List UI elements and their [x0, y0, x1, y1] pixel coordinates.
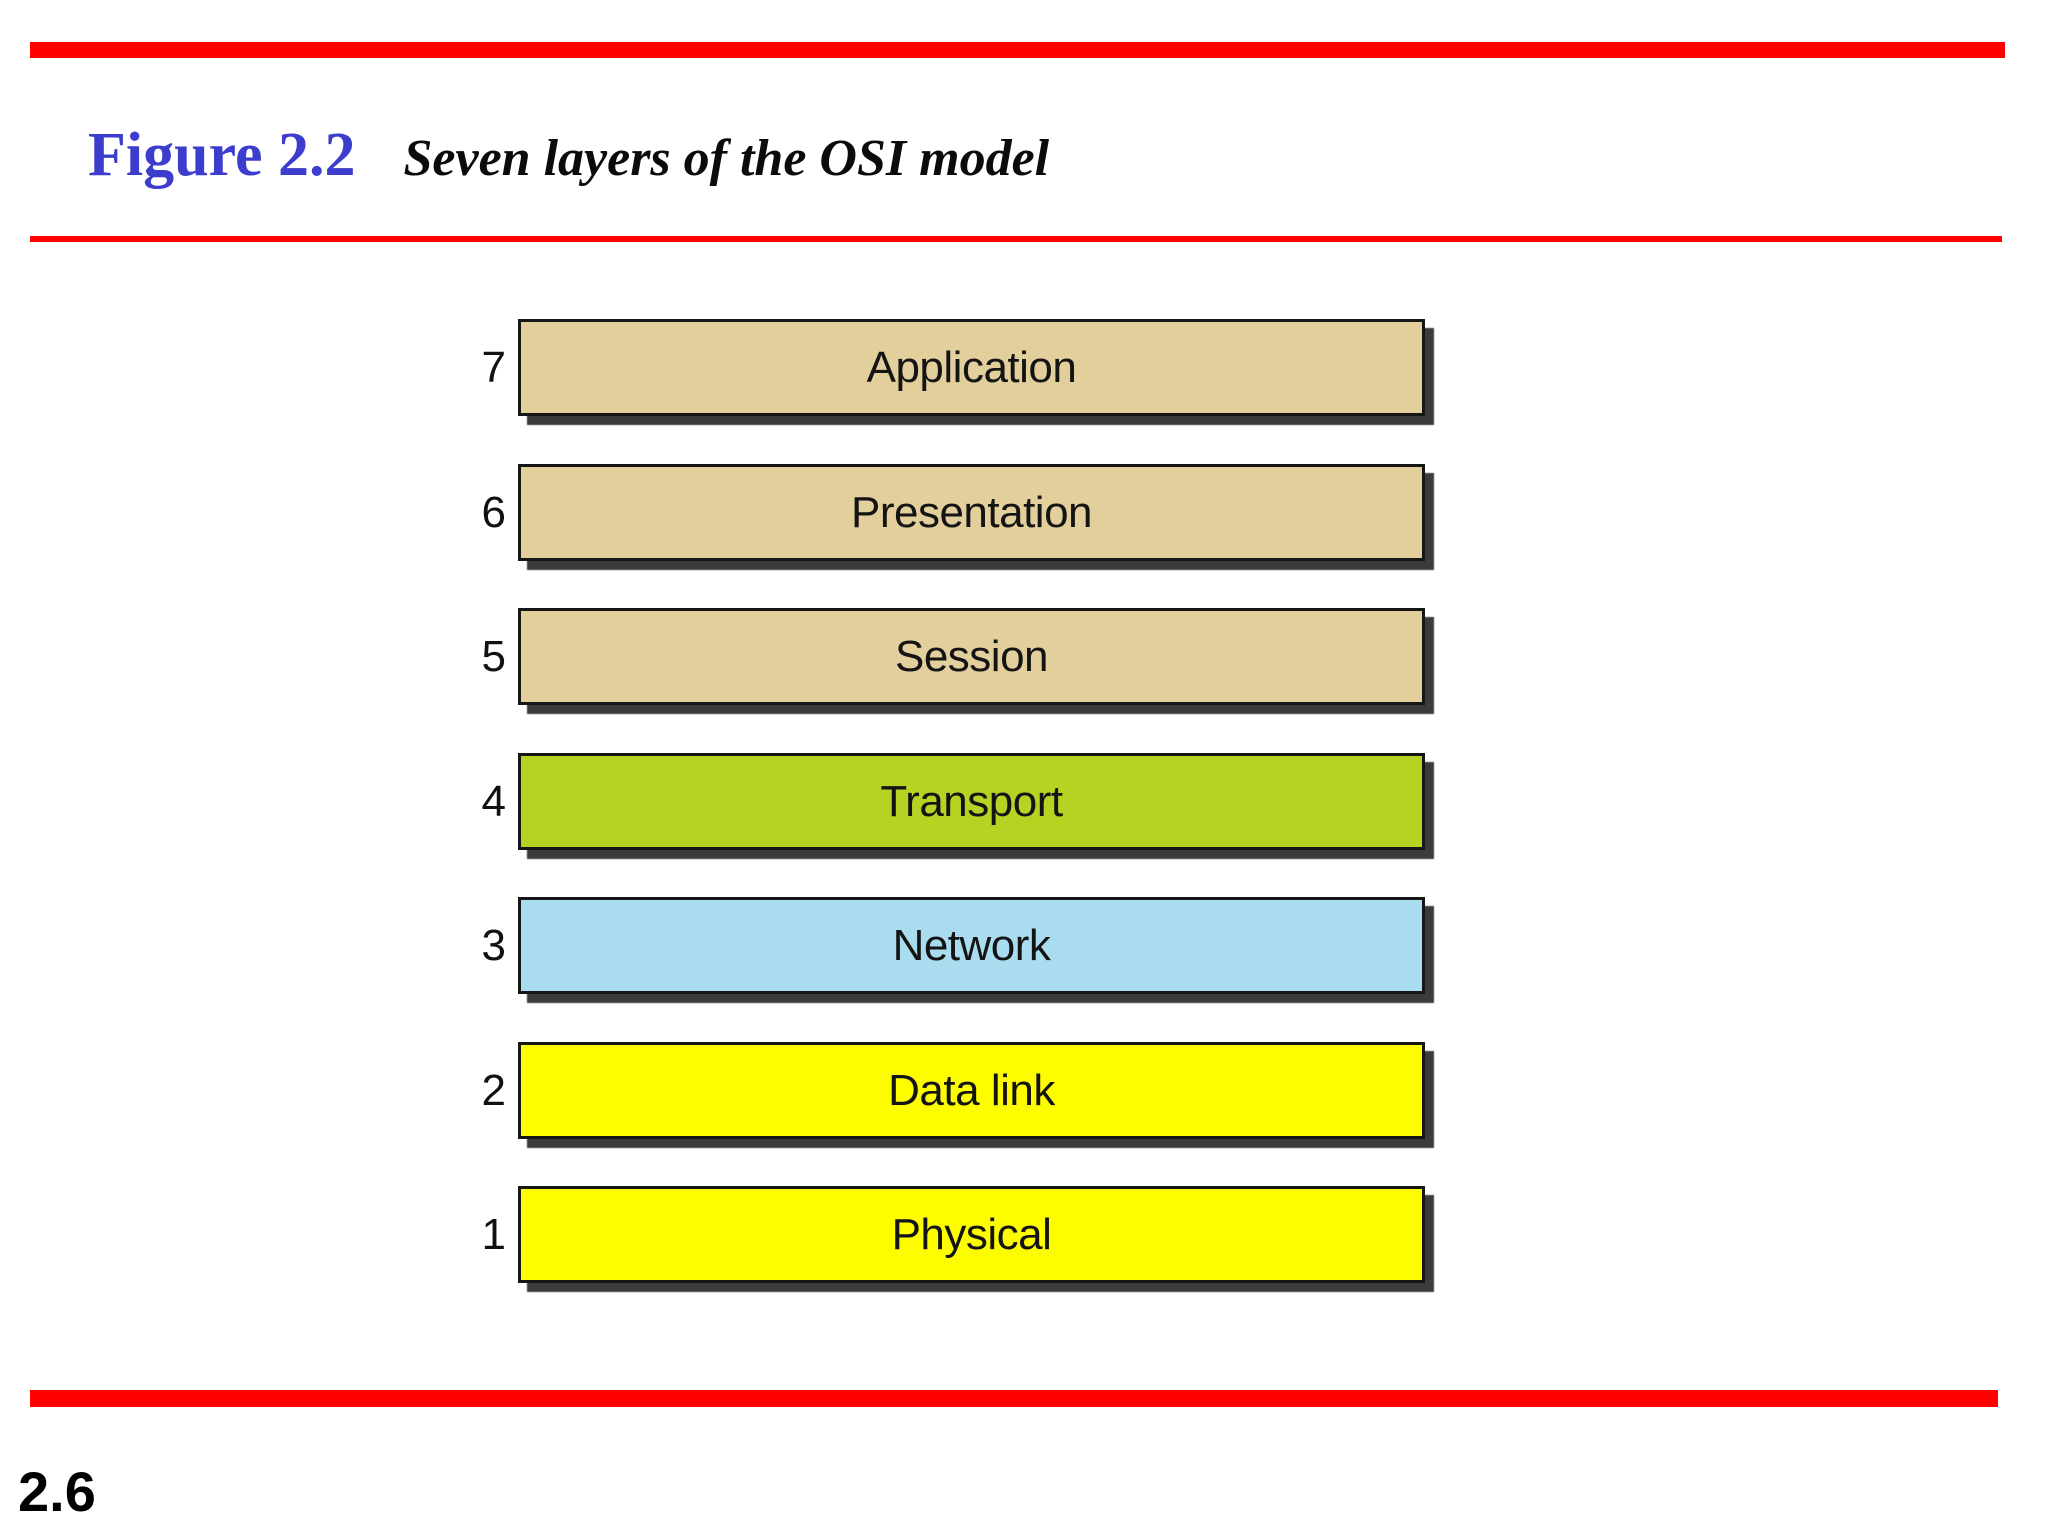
layer-label: Network [892, 920, 1051, 970]
layer-number: 6 [481, 488, 506, 537]
osi-layer-row-physical: 1 Physical [420, 1186, 1425, 1283]
layer-box-physical: Physical [518, 1186, 1425, 1283]
bottom-red-rule [30, 1390, 1998, 1407]
layer-box-network: Network [518, 897, 1425, 994]
osi-layer-row-transport: 4 Transport [420, 753, 1425, 850]
layer-label: Transport [880, 776, 1063, 826]
figure-caption: Seven layers of the OSI model [403, 130, 1050, 187]
osi-layer-row-session: 5 Session [420, 608, 1425, 705]
osi-layer-row-data-link: 2 Data link [420, 1042, 1425, 1139]
figure-number-label: Figure 2.2 [88, 121, 356, 189]
page-number: 2.6 [18, 1460, 96, 1523]
layer-label: Application [866, 342, 1077, 392]
layer-number: 3 [481, 921, 506, 970]
layer-number: 7 [481, 343, 506, 392]
layer-label: Session [894, 631, 1049, 681]
osi-layer-row-presentation: 6 Presentation [420, 464, 1425, 561]
layer-box-presentation: Presentation [518, 464, 1425, 561]
layer-label: Presentation [850, 487, 1093, 537]
figure-title: Figure 2.2 Seven layers of the OSI model [88, 124, 1049, 186]
layer-number: 5 [481, 632, 506, 681]
layer-box-application: Application [518, 319, 1425, 416]
layer-box-transport: Transport [518, 753, 1425, 850]
layer-box-data-link: Data link [518, 1042, 1425, 1139]
layer-number: 2 [481, 1066, 506, 1115]
top-red-rule [30, 42, 2005, 58]
osi-layer-row-application: 7 Application [420, 319, 1425, 416]
layer-number: 4 [481, 777, 506, 826]
layer-box-session: Session [518, 608, 1425, 705]
title-underline-rule [30, 236, 2002, 242]
layer-label: Physical [891, 1209, 1052, 1259]
layer-number: 1 [481, 1210, 506, 1259]
osi-layer-row-network: 3 Network [420, 897, 1425, 994]
layer-label: Data link [888, 1065, 1055, 1115]
